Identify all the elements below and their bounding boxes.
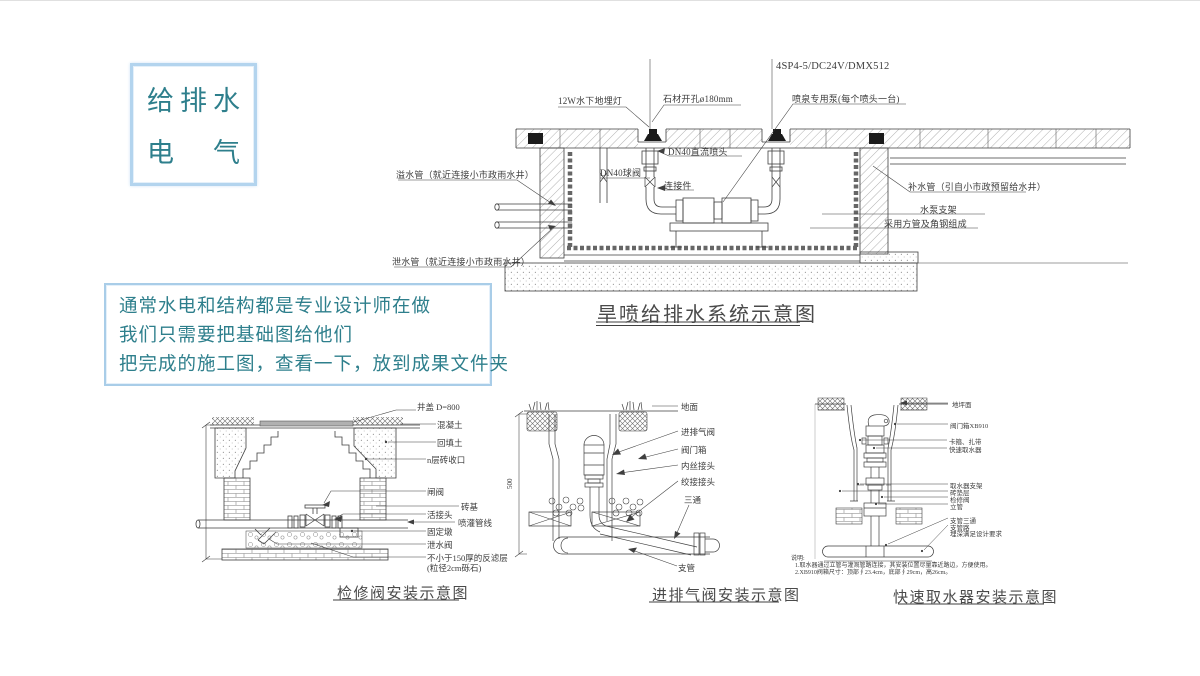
instruction-note-box: 通常水电和结构都是专业设计师在做 我们只需要把基础图给他们 把完成的施工图，查看… (104, 283, 510, 386)
label-intake-valve-box: 阀门箱XB910 (950, 423, 989, 430)
label-underwater-light: 12W水下地埋灯 (558, 96, 623, 106)
main-diagram-title: 旱喷给排水系统示意图 (597, 304, 817, 326)
label-connector: 连接件 (664, 181, 692, 191)
label-riser: 立管 (950, 503, 963, 511)
label-drain-valve: 泄水阀 (427, 540, 453, 550)
notes-heading: 说明: (791, 556, 805, 562)
label-bracket-material: 采用方管及角钢组成 (884, 219, 967, 229)
label-ground: 地面 (681, 402, 699, 412)
discipline-logo-box: 给排水 电 气 (130, 63, 257, 186)
label-pump-bracket: 水泵支架 (920, 205, 957, 215)
label-branch-line: 支管路 (950, 524, 970, 532)
label-drain-pipe: 泄水管（就近连接小市政雨水井） (392, 257, 531, 267)
label-brick-base: 砖基 (461, 502, 479, 512)
label-brick-cushion: 砖垫层 (950, 490, 970, 497)
label-fountain-pump: 喷泉专用泵(每个喷头一台) (792, 94, 900, 104)
note-line-1: 通常水电和结构都是专业设计师在做 (119, 297, 432, 317)
label-quick-intake: 快速取水器 (949, 447, 982, 454)
label-brick-closure: n层砖收口 (427, 455, 466, 465)
quick-intake-title: 快速取水器安装示意图 (893, 590, 1059, 606)
label-branch-pipe: 支管 (678, 563, 696, 573)
label-intake-bracket: 取水器支架 (950, 483, 983, 490)
logo-line-2: 电 气 (147, 138, 246, 168)
label-swivel-joint: 绞接接头 (681, 477, 716, 487)
label-overflow-pipe: 溢水管（就近连接小市政雨水井） (396, 170, 535, 180)
label-gate-valve: 闸阀 (427, 487, 445, 497)
dimension-500: 500 (506, 478, 514, 490)
logo-line-1: 给排水 (147, 86, 246, 116)
label-branch-tee: 支管三通 (950, 517, 976, 525)
label-air-valve: 进排气阀 (681, 427, 716, 437)
label-stone-hole: 石材开孔ø180mm (663, 94, 734, 104)
label-well-cover: 井盖 D=800 (417, 402, 460, 412)
label-pump-model: 4SP4-5/DC24V/DMX512 (776, 61, 890, 72)
label-ball-valve: DN40球阀 (600, 168, 642, 178)
label-ground-level: 地坪面 (952, 402, 972, 409)
label-clamp: 卡箍、扎带 (949, 439, 982, 446)
label-concrete: 混凝土 (437, 420, 463, 430)
notes-item-1: 1.取水器通过立管与灌溉管路连接，其安装位置尽量靠近路边，方便使用。 (795, 563, 992, 569)
label-irrigation-line: 喷灌管线 (458, 518, 493, 528)
label-filter-note: (粒径2cm砾石) (427, 563, 482, 573)
label-service-valve: 检修阀 (950, 496, 970, 504)
label-thread-joint: 内丝接头 (681, 461, 716, 471)
label-nozzle: DN40直流喷头 (668, 147, 728, 157)
air-valve-title: 进排气阀安装示意图 (652, 588, 801, 604)
service-valve-title: 检修阀安装示意图 (337, 586, 470, 602)
label-burial-depth: 埋深满足设计要求 (950, 531, 1002, 538)
label-union: 活接头 (427, 510, 453, 520)
label-filter-layer: 不小于150厚的反滤层 (427, 553, 508, 563)
label-backfill: 回填土 (437, 438, 463, 448)
note-line-2: 我们只需要把基础图给他们 (119, 326, 354, 346)
label-supply-pipe: 补水管（引自小市政预留给水井） (908, 182, 1047, 192)
label-tee: 三通 (684, 495, 702, 505)
label-valve-box: 阀门箱 (681, 445, 707, 455)
note-line-3: 把完成的施工图，查看一下，放到成果文件夹 (119, 355, 510, 375)
label-fixed-pier: 固定墩 (427, 527, 453, 537)
notes-item-2: 2.XB910阀箱尺寸：顶部∮23.4cm，底部∮29cm，高26cm。 (795, 569, 952, 576)
